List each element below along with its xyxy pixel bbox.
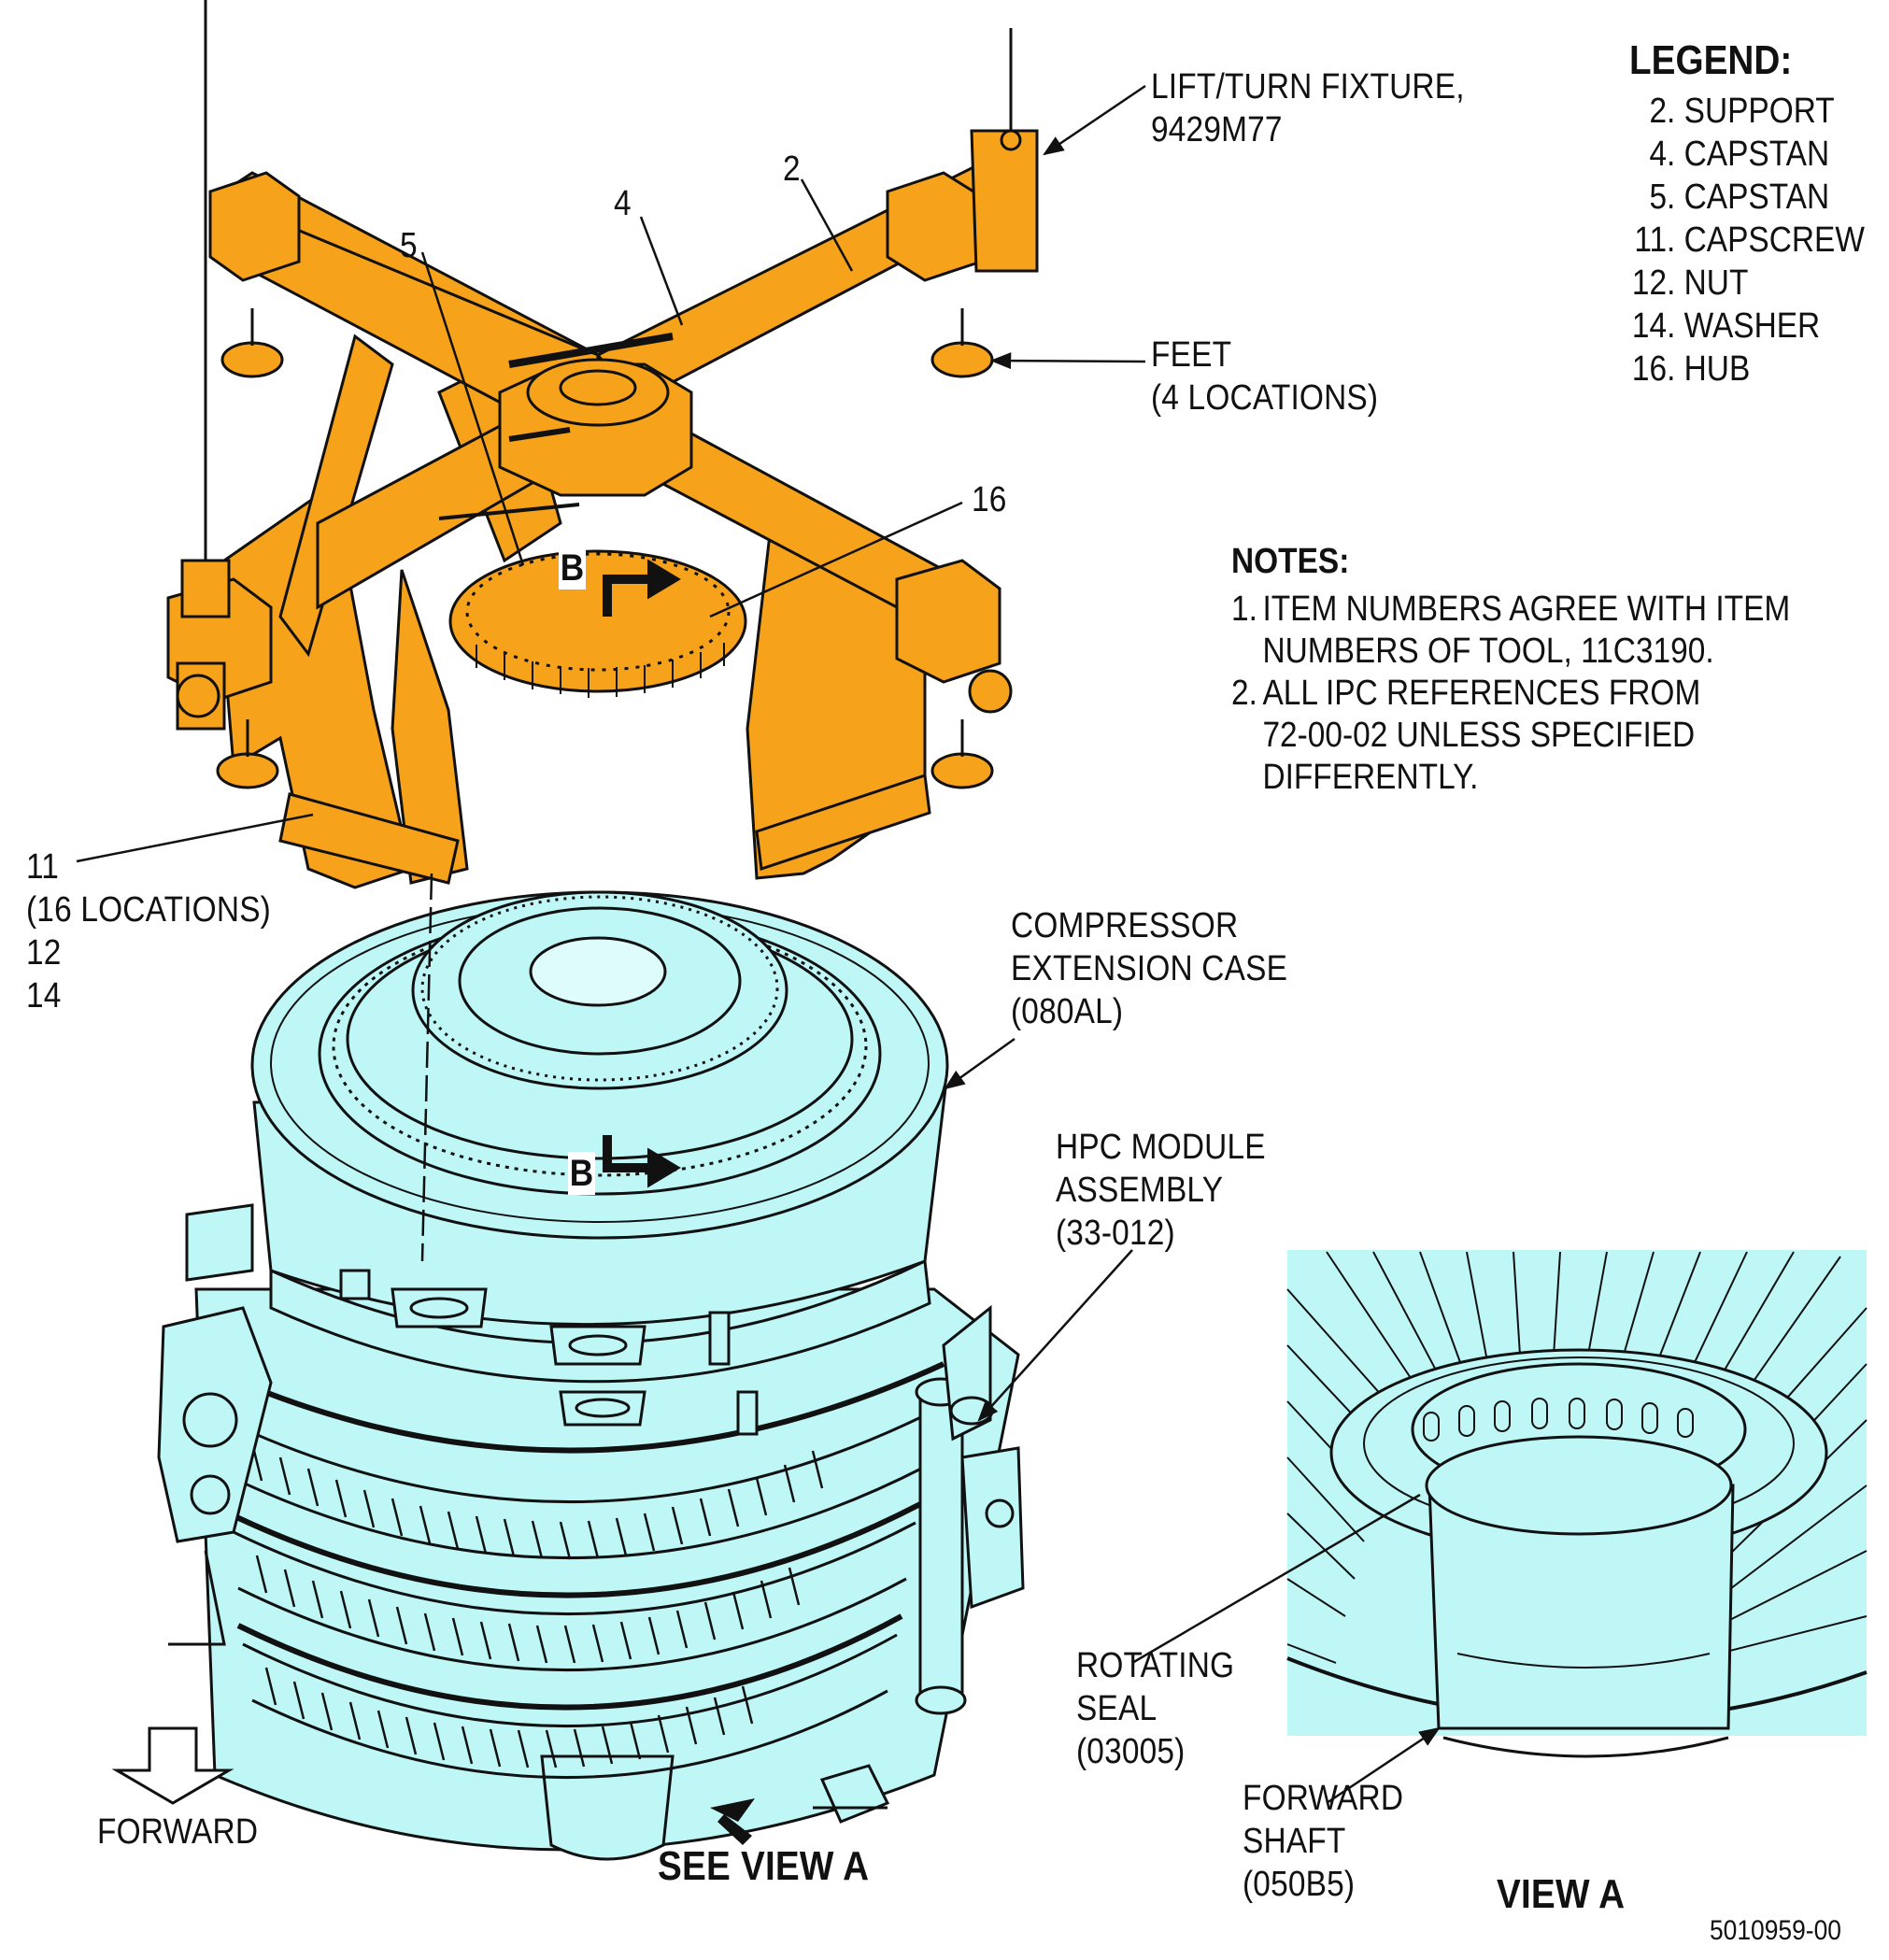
section-b-arrow-top <box>603 559 681 617</box>
callout-item-16: 16 <box>972 480 1007 519</box>
view-a-inset <box>1286 1250 1868 1758</box>
legend-item: 12. NUT <box>1631 263 1749 303</box>
hpc-module-engine <box>157 890 1025 1861</box>
see-view-a-arrow <box>710 1798 755 1845</box>
callout-feet: FEET (4 LOCATIONS) <box>1151 335 1379 418</box>
callout-view-a: VIEW A <box>1497 1871 1626 1917</box>
legend-item: 16. HUB <box>1631 349 1751 389</box>
callout-item-11-group: 11 (16 LOCATIONS) 12 14 <box>26 847 271 1016</box>
lift-turn-fixture <box>166 0 1039 889</box>
legend-item: 4. CAPSTAN <box>1649 135 1830 174</box>
legend-title: LEGEND: <box>1629 37 1793 83</box>
figure-number: 5010959-00 <box>1710 1915 1841 1946</box>
note-item: 1.ITEM NUMBERS AGREE WITH ITEM NUMBERS O… <box>1231 589 1791 671</box>
callout-item-4: 4 <box>614 184 632 223</box>
notes-title: NOTES: <box>1231 542 1350 581</box>
legend-item: 11. CAPSCREW <box>1634 220 1865 260</box>
section-b-label-bottom: B <box>568 1152 596 1195</box>
callout-see-view-a: SEE VIEW A <box>658 1843 870 1889</box>
callout-compressor-extension-case: COMPRESSOR EXTENSION CASE (080AL) <box>1011 906 1288 1031</box>
callout-forward: FORWARD <box>97 1812 259 1852</box>
leader-lines <box>76 84 1441 1805</box>
callout-forward-shaft: FORWARD SHAFT (050B5) <box>1243 1779 1404 1904</box>
forward-arrow <box>111 1726 234 1805</box>
note-item: 2.ALL IPC REFERENCES FROM 72-00-02 UNLES… <box>1231 674 1701 797</box>
callout-hpc-module-assembly: HPC MODULE ASSEMBLY (33-012) <box>1056 1128 1266 1253</box>
legend: 2. SUPPORT 4. CAPSTAN 5. CAPSTAN 11. CAP… <box>1616 90 1865 391</box>
legend-item: 5. CAPSTAN <box>1649 178 1830 217</box>
callout-rotating-seal: ROTATING SEAL (03005) <box>1076 1646 1235 1771</box>
callout-item-2: 2 <box>783 149 801 189</box>
legend-item: 14. WASHER <box>1631 306 1821 346</box>
section-b-arrow-bottom <box>603 1135 681 1188</box>
callout-lift-turn-fixture: LIFT/TURN FIXTURE, 9429M77 <box>1151 67 1465 149</box>
callout-item-5: 5 <box>400 226 418 265</box>
notes: 1.ITEM NUMBERS AGREE WITH ITEM NUMBERS O… <box>1231 589 1790 799</box>
legend-item: 2. SUPPORT <box>1649 92 1835 131</box>
section-b-label-top: B <box>559 547 587 589</box>
